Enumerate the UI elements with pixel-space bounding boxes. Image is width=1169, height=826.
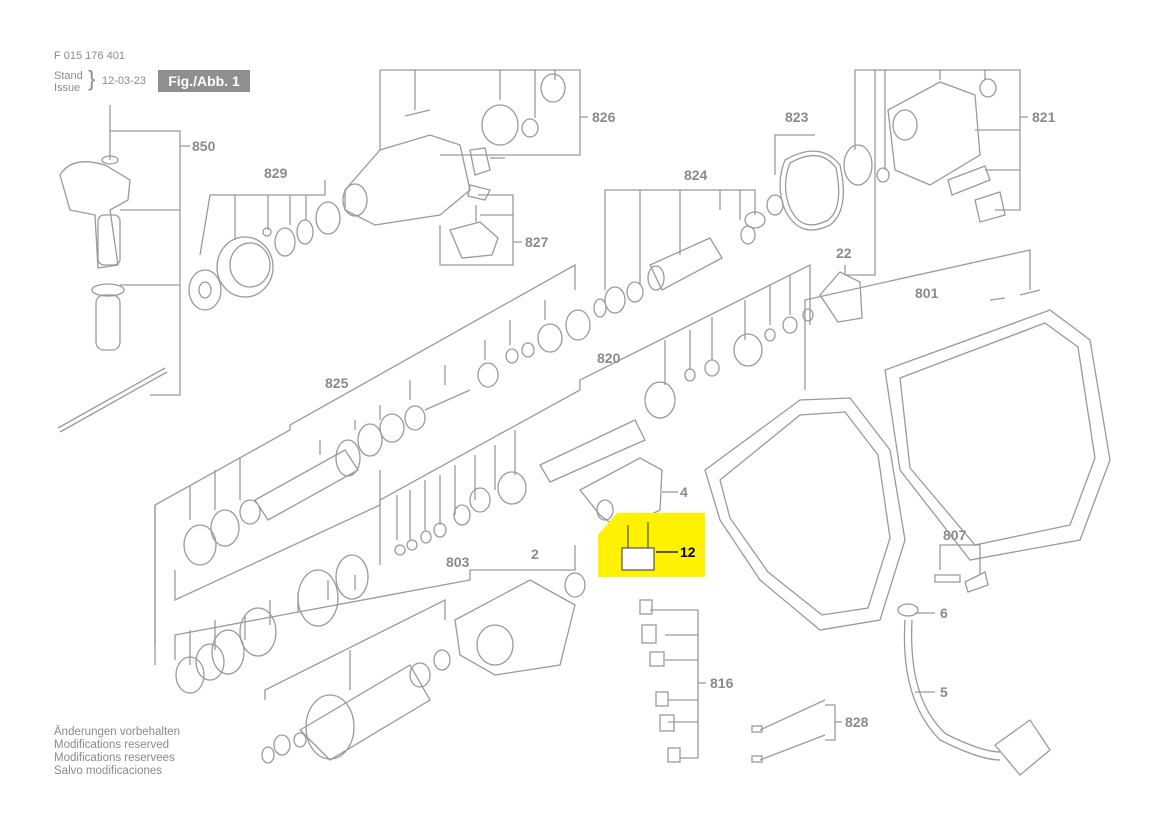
label-816: 816: [710, 675, 734, 691]
label-829: 829: [264, 165, 288, 181]
part-group-820: [379, 263, 814, 565]
label-824: 824: [684, 167, 708, 183]
label-4: 4: [680, 484, 688, 500]
doc-number: F 015 176 401: [54, 50, 125, 62]
part-group-803: [174, 545, 586, 694]
part-group-816: [639, 599, 706, 763]
issue-date: 12-03-23: [102, 75, 147, 87]
label-826: 826: [592, 109, 616, 125]
part-group-824: [593, 189, 784, 318]
part-group-807: [934, 544, 989, 593]
label-825: 825: [325, 375, 349, 391]
label-807: 807: [943, 527, 967, 543]
brace: }: [88, 66, 96, 91]
part-group-828: [751, 699, 842, 763]
part-group-827: [439, 184, 522, 266]
issue-label: Issue: [54, 82, 81, 94]
note-fr: Modifications reservees: [54, 752, 175, 764]
part-group-cable: [897, 603, 1051, 776]
label-803: 803: [446, 554, 470, 570]
stand-label: Stand: [54, 70, 83, 82]
label-827: 827: [525, 234, 549, 250]
part-group-821: [843, 69, 1028, 223]
label-821: 821: [1032, 109, 1056, 125]
label-801: 801: [915, 285, 939, 301]
part-group-22: [819, 70, 876, 323]
label-828: 828: [845, 714, 869, 730]
part-group-850: [57, 105, 190, 433]
part-group-826: [342, 69, 588, 226]
label-850: 850: [192, 138, 216, 154]
part-group-armature: [261, 598, 451, 764]
part-group-801: [704, 249, 1111, 631]
label-5: 5: [940, 684, 948, 700]
capacitor-12: [621, 522, 655, 571]
note-en: Modifications reserved: [54, 739, 170, 751]
figure-label: Fig./Abb. 1: [158, 70, 250, 92]
label-6: 6: [940, 605, 948, 621]
label-820: 820: [597, 350, 621, 366]
note-de: Änderungen vorbehalten: [54, 726, 180, 738]
label-12: 12: [680, 544, 696, 560]
part-group-4: [579, 457, 678, 531]
part-group-825: [154, 263, 591, 665]
part-group-823: [774, 134, 844, 231]
part-group-829: [188, 180, 341, 311]
label-823: 823: [785, 109, 809, 125]
label-22: 22: [836, 245, 852, 261]
note-es: Salvo modificaciones: [54, 765, 163, 777]
label-2: 2: [531, 546, 539, 562]
